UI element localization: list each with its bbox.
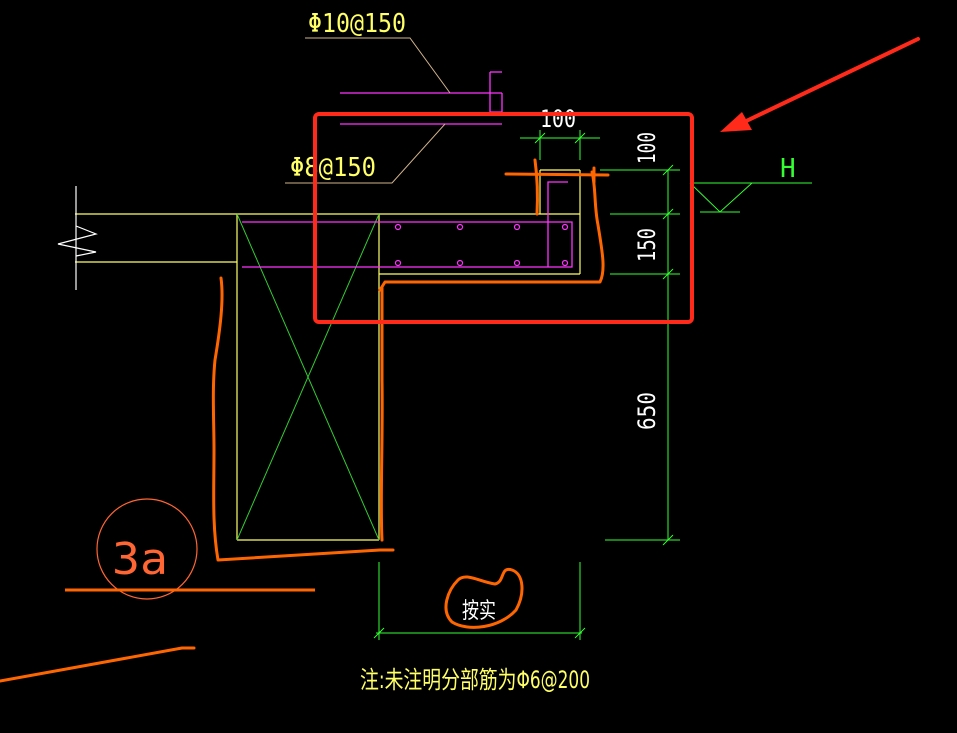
- rebar-top-label: Φ10@150: [308, 9, 406, 39]
- highlight-box: [313, 112, 694, 324]
- footnote-text: 注:未注明分部筋为Φ6@200: [360, 666, 590, 694]
- break-line-symbol: [57, 186, 98, 290]
- red-arrow: [720, 37, 920, 132]
- section-marker: 3a: [65, 498, 315, 600]
- handwritten-note: 按实: [462, 599, 496, 624]
- rebar-lower-label: Φ8@150: [290, 153, 376, 183]
- orange-sketch-lines: [0, 158, 610, 683]
- dim-150: 150: [633, 228, 661, 262]
- label-leaders: [285, 37, 451, 184]
- dim-100-vertical: 100: [633, 132, 661, 164]
- section-cross: [236, 213, 380, 541]
- section-id-label: 3a: [112, 534, 168, 585]
- beam-outline: [236, 169, 581, 541]
- left-slab: [75, 213, 237, 263]
- dimension-lines: [373, 130, 812, 640]
- rebar-dots: [394, 223, 569, 267]
- elevation-mark-label: H: [780, 154, 796, 184]
- dim-650: 650: [633, 392, 661, 430]
- dim-100-horizontal: 100: [540, 105, 576, 133]
